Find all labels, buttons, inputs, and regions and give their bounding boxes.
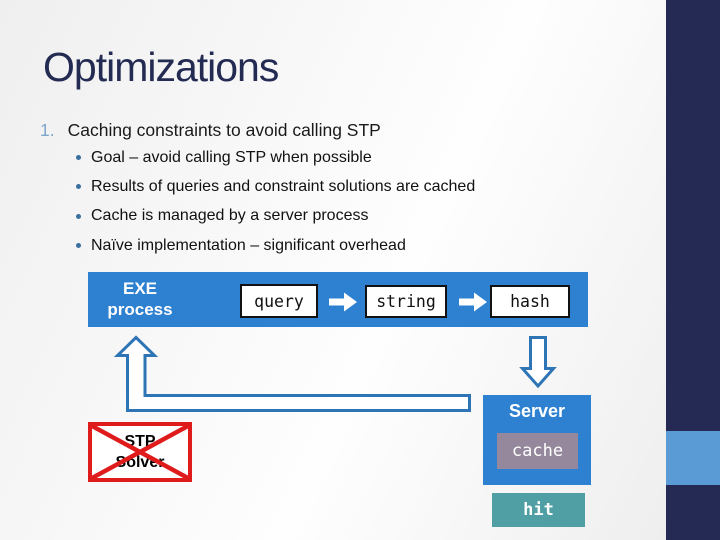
server-box: Server cache <box>483 395 591 485</box>
string-box: string <box>365 285 447 318</box>
red-cross-icon <box>92 426 188 478</box>
bullet-item: Goal – avoid calling STP when possible <box>76 143 475 172</box>
cache-box: cache <box>497 433 578 469</box>
return-arrow-icon <box>113 335 471 412</box>
exe-process-box: EXE process query string hash <box>88 272 588 327</box>
bullet-item: Results of queries and constraint soluti… <box>76 172 475 201</box>
slide-title: Optimizations <box>43 44 279 90</box>
query-box: query <box>240 284 318 318</box>
down-arrow-icon <box>519 336 557 389</box>
bullet-item: Cache is managed by a server process <box>76 202 475 231</box>
list-number: 1. <box>40 120 55 140</box>
accent-square <box>666 431 720 485</box>
hit-box: hit <box>492 493 585 527</box>
bullet-text: Naïve implementation – significant overh… <box>91 236 406 254</box>
exe-line1: EXE <box>122 279 158 298</box>
sidebar-bar <box>666 0 720 540</box>
exe-line2: process <box>107 300 173 319</box>
bullet-text: Results of queries and constraint soluti… <box>91 177 476 195</box>
list-heading-text: Caching constraints to avoid calling STP <box>67 120 381 140</box>
bullet-text: Cache is managed by a server process <box>91 207 369 225</box>
exe-process-label: EXE process <box>88 278 192 320</box>
bullet-icon <box>76 155 81 161</box>
bullet-item: Naïve implementation – significant overh… <box>76 231 475 260</box>
stp-solver-box: STP Solver <box>88 422 192 482</box>
bullet-icon <box>76 184 81 190</box>
bullet-icon <box>76 213 81 219</box>
numbered-heading: 1. Caching constraints to avoid calling … <box>40 120 381 141</box>
bullet-text: Goal – avoid calling STP when possible <box>91 148 372 166</box>
bullet-list: Goal – avoid calling STP when possible R… <box>76 143 475 260</box>
server-label: Server <box>508 401 566 421</box>
hash-box: hash <box>490 285 570 318</box>
bullet-icon <box>76 243 81 249</box>
